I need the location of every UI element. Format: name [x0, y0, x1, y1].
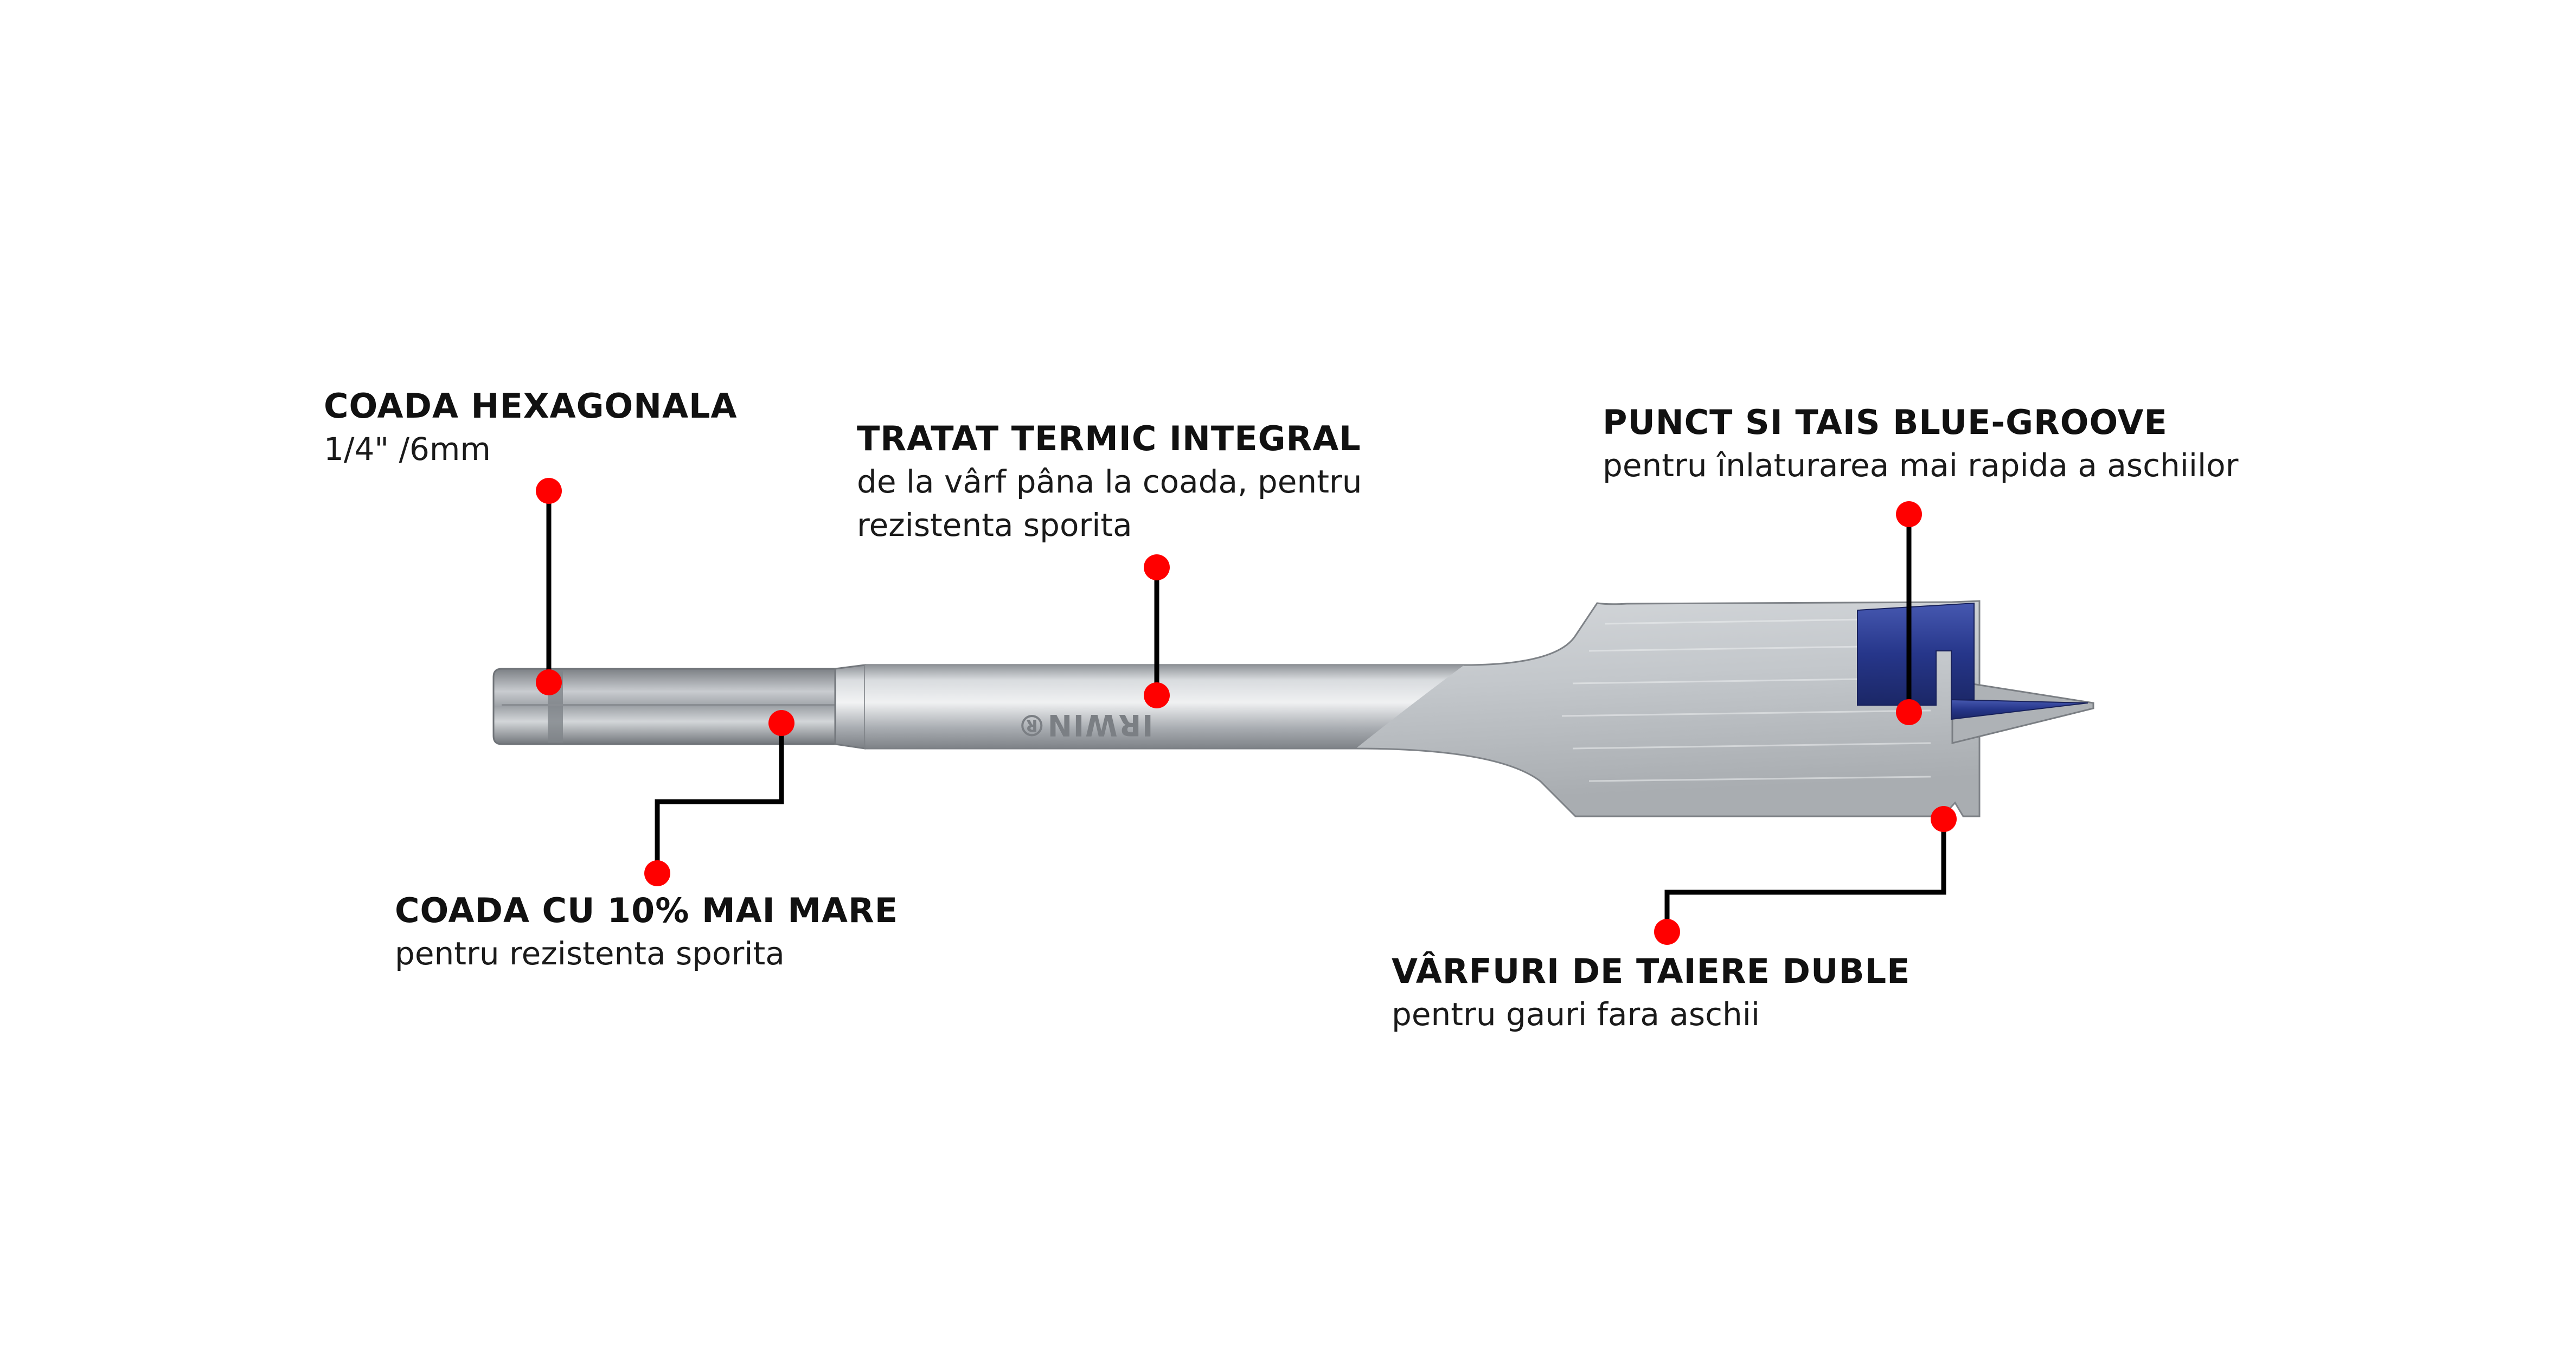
callout-title: PUNCT SI TAIS BLUE-GROOVE: [1603, 402, 2168, 442]
marker-dual-spurs-outer: [1654, 919, 1680, 945]
center-point: [1951, 680, 2094, 744]
callout-title: VÂRFURI DE TAIERE DUBLE: [1392, 951, 1911, 991]
blue-groove-point: [1951, 699, 2088, 720]
marker-hex-shank-inner: [536, 669, 562, 695]
marker-heat-treated-inner: [1144, 682, 1170, 708]
callout-title: TRATAT TERMIC INTEGRAL: [857, 419, 1361, 458]
round-shaft: [865, 665, 1464, 749]
callout-subtitle: pentru gauri fara aschii: [1392, 996, 1760, 1033]
callout-subtitle-line2: rezistenta sporita: [857, 507, 1132, 543]
marker-hex-shank-outer: [536, 478, 562, 504]
blue-groove: [1857, 602, 1975, 706]
brand-mark: IRWIN®: [1016, 708, 1154, 742]
callout-subtitle: pentru înlaturarea mai rapida a aschiilo…: [1603, 447, 2239, 484]
marker-larger-shank-outer: [644, 860, 670, 886]
callout-blue-groove: PUNCT SI TAIS BLUE-GROOVE pentru înlatur…: [1603, 401, 2238, 487]
callout-title: COADA CU 10% MAI MARE: [395, 891, 899, 930]
marker-dual-spurs-inner: [1931, 806, 1957, 832]
marker-heat-treated-outer: [1144, 554, 1170, 580]
callout-heat-treated: TRATAT TERMIC INTEGRAL de la vârf pâna l…: [857, 418, 1362, 547]
spade-bit: IRWIN®: [492, 600, 2094, 817]
callout-subtitle: 1/4" /6mm: [324, 431, 491, 468]
callout-title: COADA HEXAGONALA: [324, 386, 738, 426]
marker-larger-shank-inner: [768, 710, 794, 736]
marker-blue-groove-inner: [1896, 699, 1922, 725]
leader-larger-shank: [655, 723, 784, 873]
hex-shank: [492, 668, 836, 745]
callout-larger-shank: COADA CU 10% MAI MARE pentru rezistenta …: [395, 890, 898, 975]
callout-dual-spurs: VÂRFURI DE TAIERE DUBLE pentru gauri far…: [1392, 950, 1910, 1036]
leader-dual-spurs: [1664, 819, 1946, 932]
shank-transition: [834, 664, 866, 750]
callout-hex-shank: COADA HEXAGONALA 1/4" /6mm: [324, 385, 738, 471]
callout-subtitle: pentru rezistenta sporita: [395, 935, 785, 972]
marker-blue-groove-outer: [1896, 501, 1922, 527]
callout-subtitle-line1: de la vârf pâna la coada, pentru: [857, 463, 1362, 500]
